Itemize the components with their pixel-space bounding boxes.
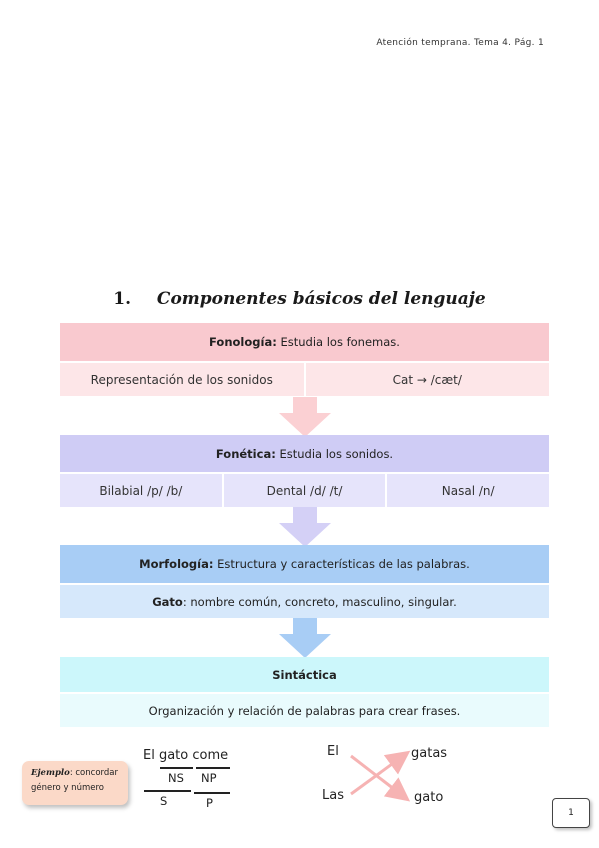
tree-np: NP [201, 771, 217, 785]
fonologia-cell-2: Cat → /cæt/ [303, 363, 549, 396]
fonologia-label: Fonología: [209, 335, 277, 349]
sintactica-row-text: Organización y relación de palabras para… [148, 703, 461, 718]
example-line2: género y número [31, 783, 104, 793]
tree-sentence: El gato come [143, 748, 229, 763]
cross-arrows-icon [350, 750, 410, 802]
fonetica-cell-1: Bilabial /p/ /b/ [60, 474, 222, 507]
morfologia-desc: Estructura y características de las pala… [213, 557, 470, 571]
fonetica-cell-3: Nasal /n/ [385, 474, 550, 507]
fonetica-label: Fonética: [215, 446, 276, 461]
fonologia-header: Fonología: Estudia los fonemas. [60, 323, 549, 361]
fonetica-cell-2: Dental /d/ /t/ [221, 474, 386, 507]
fonologia-row: Representación de los sonidos Cat → /cæt… [60, 363, 549, 396]
tree-ns: NS [168, 771, 184, 785]
fonetica-row: Bilabial /p/ /b/ Dental /d/ /t/ Nasal /n… [60, 474, 550, 507]
cross-left-bottom: Las [322, 788, 344, 803]
down-arrow-icon [279, 618, 331, 658]
cross-right-bottom: gato [414, 790, 444, 805]
tree-p: P [206, 796, 213, 810]
fonetica-header: Fonética: Estudia los sonidos. [60, 435, 549, 472]
tree-s-line [144, 790, 191, 792]
sintactica-header: Sintáctica [60, 657, 549, 692]
cross-right-top: gatas [411, 746, 448, 761]
section-title: 1. Componentes básicos del lenguaje [0, 289, 599, 309]
cross-left-top: El [327, 744, 339, 759]
morfologia-row-label: Gato [152, 594, 183, 609]
page-header: Atención temprana. Tema 4. Pág. 1 [376, 38, 544, 48]
example-note: Ejemplo: concordar género y número [22, 761, 128, 805]
tree-ns-line [160, 767, 193, 769]
section-number: 1. [113, 289, 131, 309]
section-title-text: Componentes básicos del lenguaje [156, 289, 486, 309]
page-number: 1 [552, 798, 590, 828]
fonologia-desc: Estudia los fonemas. [276, 335, 400, 349]
morfologia-label: Morfología: [139, 557, 214, 571]
fonetica-desc: Estudia los sonidos. [275, 446, 394, 461]
sintactica-row: Organización y relación de palabras para… [60, 694, 549, 727]
example-line1: : concordar [69, 768, 118, 778]
tree-p-line [194, 792, 230, 794]
sintactica-label: Sintáctica [272, 667, 337, 682]
morfologia-row-desc: : nombre común, concreto, masculino, sin… [182, 594, 457, 609]
tree-s: S [160, 794, 168, 808]
morfologia-header: Morfología: Estructura y características… [60, 545, 549, 583]
example-label: Ejemplo [31, 768, 70, 778]
morfologia-row: Gato : nombre común, concreto, masculino… [60, 585, 549, 618]
tree-np-line [196, 767, 230, 769]
down-arrow-icon [279, 397, 331, 437]
down-arrow-icon [279, 507, 331, 547]
fonologia-cell-1: Representación de los sonidos [60, 363, 304, 396]
